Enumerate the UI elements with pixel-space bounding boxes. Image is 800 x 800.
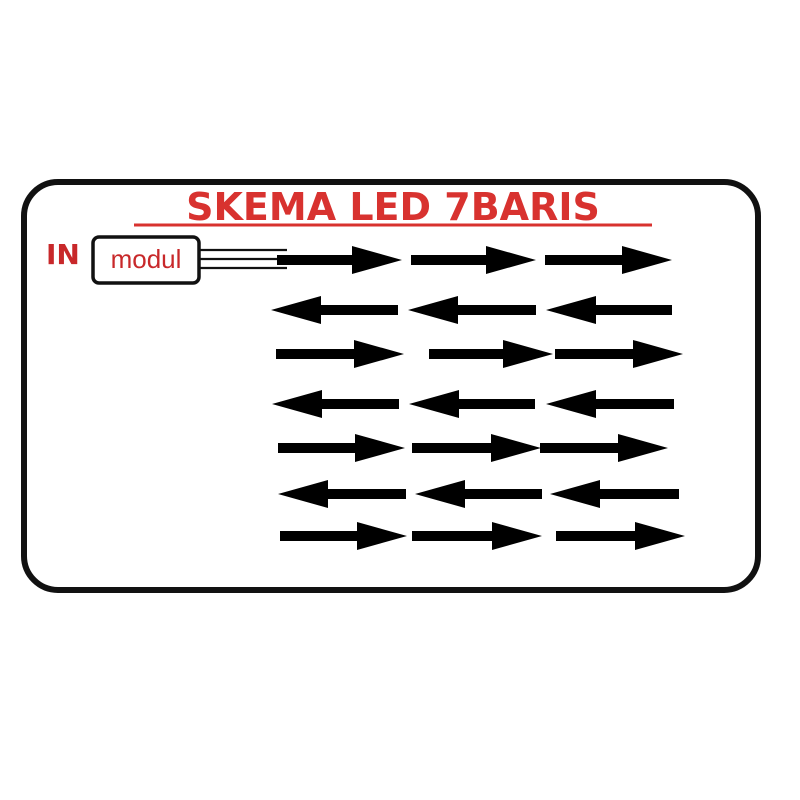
arrow-right-icon <box>540 434 668 462</box>
led-row-1 <box>277 246 672 274</box>
led-row-4 <box>272 390 674 418</box>
arrow-right-icon <box>429 340 553 368</box>
arrow-right-icon <box>545 246 672 274</box>
module-block: modul <box>91 235 201 285</box>
arrow-left-icon <box>271 296 398 324</box>
module-label: modul <box>111 244 182 274</box>
arrow-right-icon <box>555 340 683 368</box>
arrow-left-icon <box>278 480 406 508</box>
diagram-title: SKEMA LED 7BARIS <box>186 185 600 229</box>
input-label: IN <box>46 238 80 271</box>
arrow-right-icon <box>412 522 542 550</box>
board-frame <box>21 179 761 593</box>
arrow-right-icon <box>276 340 404 368</box>
arrow-left-icon <box>550 480 679 508</box>
arrow-left-icon <box>408 296 536 324</box>
arrow-left-icon <box>409 390 535 418</box>
arrow-left-icon <box>546 296 672 324</box>
arrow-left-icon <box>546 390 674 418</box>
led-row-7 <box>280 522 685 550</box>
arrow-left-icon <box>272 390 399 418</box>
arrow-right-icon <box>411 246 536 274</box>
led-row-arrows <box>271 246 685 550</box>
module-wires <box>199 248 287 270</box>
arrow-left-icon <box>415 480 542 508</box>
arrow-right-icon <box>280 522 407 550</box>
arrow-right-icon <box>278 434 405 462</box>
arrow-right-icon <box>277 246 402 274</box>
led-row-3 <box>276 340 683 368</box>
arrow-right-icon <box>556 522 685 550</box>
led-row-6 <box>278 480 679 508</box>
led-row-5 <box>278 434 668 462</box>
arrow-right-icon <box>412 434 541 462</box>
led-row-2 <box>271 296 672 324</box>
